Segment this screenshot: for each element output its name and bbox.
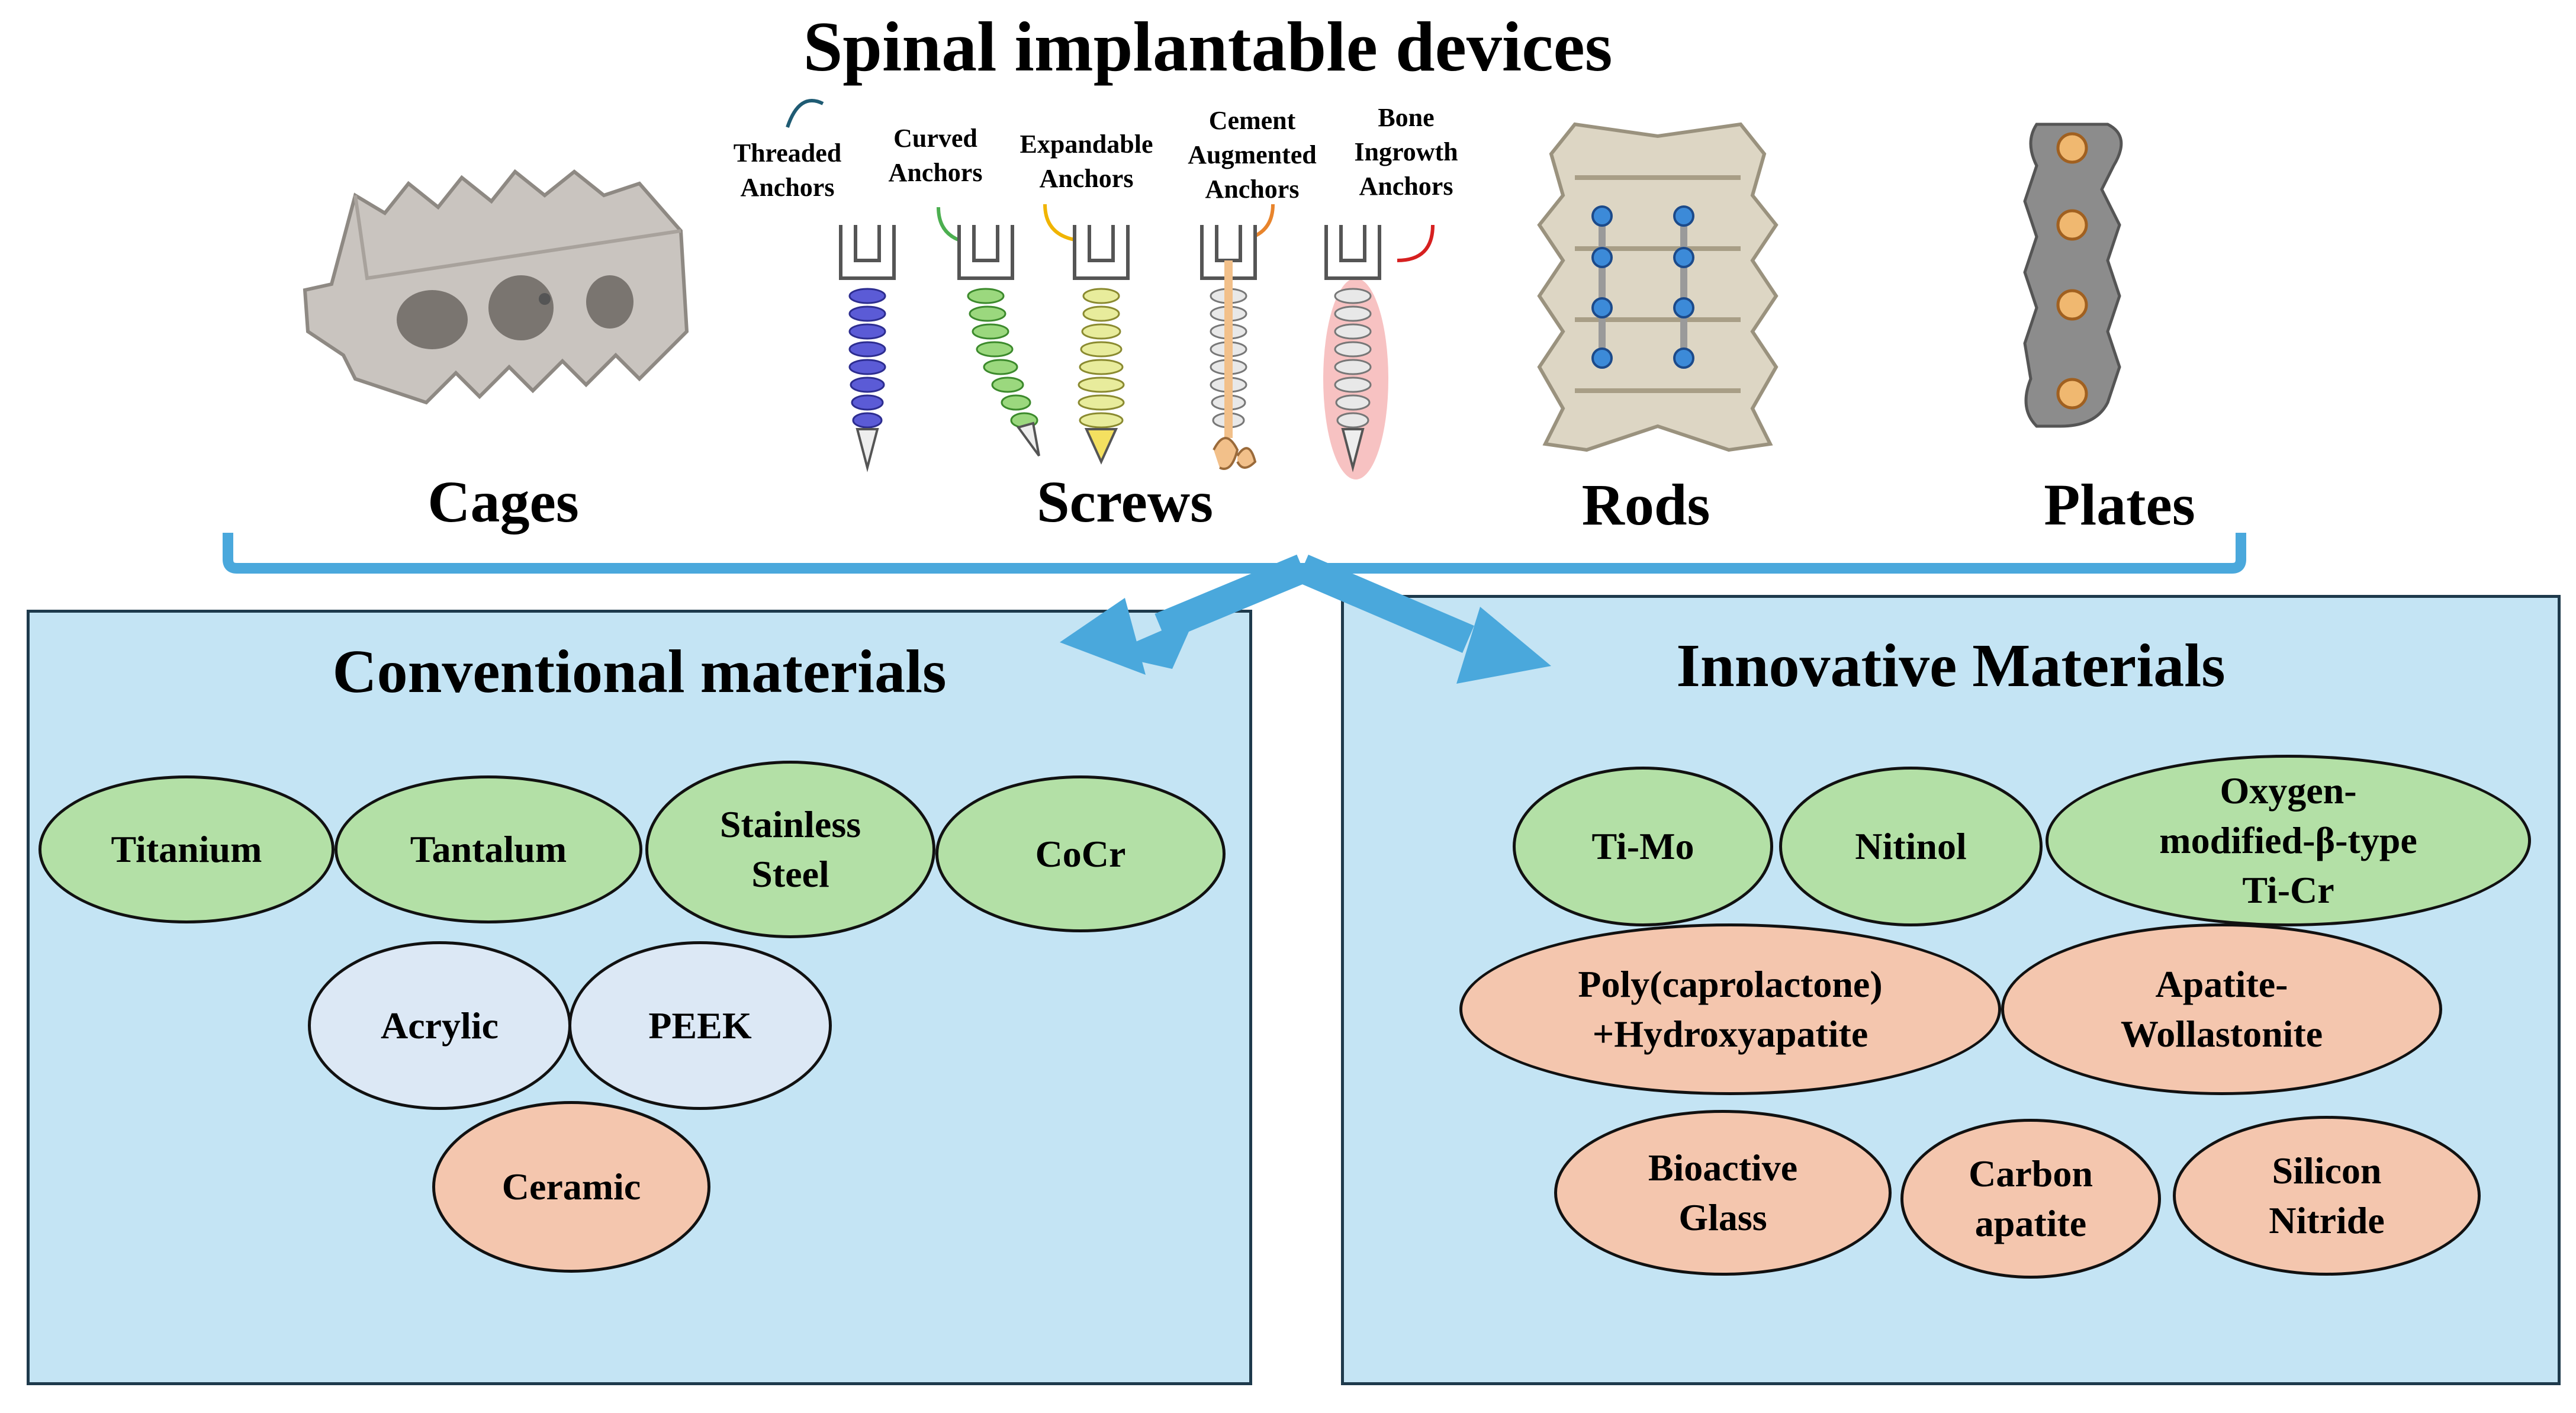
material-pcl-hydroxyapatite: Poly(caprolactone)+Hydroxyapatite xyxy=(1459,923,2001,1095)
device-label-cages: Cages xyxy=(427,469,579,535)
screw-expandable-icon xyxy=(1043,204,1130,465)
material-apatite-wollastonite: Apatite-Wollastonite xyxy=(2001,923,2442,1095)
material-cocr: CoCr xyxy=(935,775,1226,932)
page-title: Spinal implantable devices xyxy=(803,7,1613,86)
rods-icon xyxy=(1537,122,1779,452)
material-tantalum: Tantalum xyxy=(335,775,642,923)
plate-icon xyxy=(2023,123,2123,428)
device-label-rods: Rods xyxy=(1581,472,1710,537)
material-acrylic: Acrylic xyxy=(308,941,571,1110)
innovative-materials-title: Innovative Materials xyxy=(1676,632,2226,700)
material-titanium: Titanium xyxy=(38,775,335,923)
device-label-plates: Plates xyxy=(2044,472,2195,537)
conventional-materials-title: Conventional materials xyxy=(332,638,947,706)
material-ti-mo: Ti-Mo xyxy=(1513,767,1773,926)
screw-cement-icon xyxy=(1200,204,1275,470)
material-ceramic: Ceramic xyxy=(432,1101,710,1273)
screw-curved-icon xyxy=(937,207,1040,457)
device-label-screws: Screws xyxy=(1036,469,1214,535)
cage-icon xyxy=(303,169,689,405)
material-peek: PEEK xyxy=(568,941,832,1110)
screw-ingrowth-icon xyxy=(1323,224,1435,479)
material-nitinol: Nitinol xyxy=(1779,767,2043,926)
